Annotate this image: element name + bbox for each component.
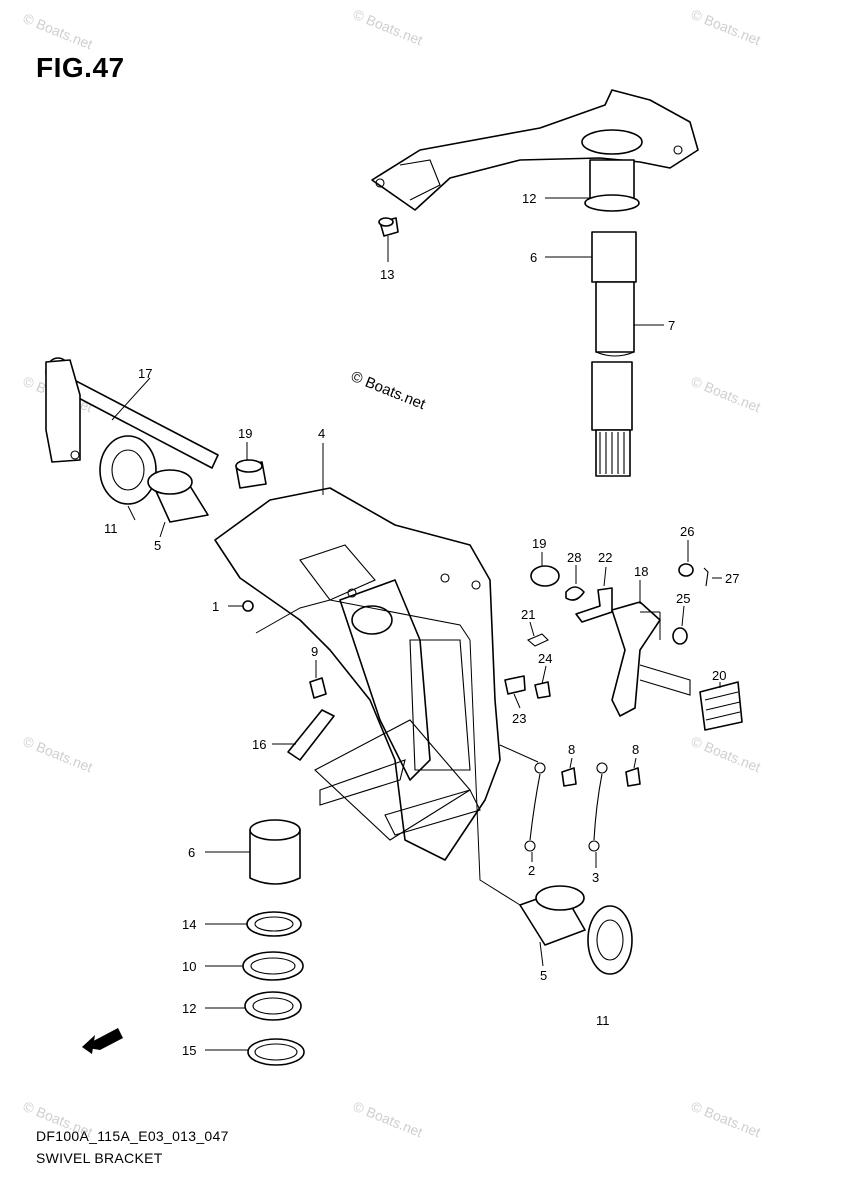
- bush-19-left: [235, 459, 267, 489]
- washer-10: [242, 951, 304, 981]
- callout-5: 5: [540, 968, 547, 983]
- bush-5-right: [519, 885, 586, 946]
- steering-shaft: [584, 159, 640, 477]
- stopper-22: [575, 587, 613, 623]
- callout-6: 6: [530, 250, 537, 265]
- callout-9: 9: [311, 644, 318, 659]
- figure-title: FIG.47: [36, 52, 125, 83]
- watermark-faint: © Boats.net: [21, 10, 95, 52]
- washer-11-left: [99, 435, 157, 505]
- watermark-faint: © Boats.net: [351, 6, 425, 48]
- callout-6: 6: [188, 845, 195, 860]
- callout-8: 8: [632, 742, 639, 757]
- watermark-faint: © Boats.net: [351, 1098, 425, 1140]
- bolt-8-right: [625, 767, 641, 787]
- bolt-24: [534, 681, 551, 699]
- bush-6-lower: [249, 819, 301, 885]
- tilt-tube: [45, 357, 219, 469]
- ground-cable-3: [588, 762, 608, 852]
- diagram-name: SWIVEL BRACKET: [36, 1150, 163, 1166]
- spring-28: [565, 586, 585, 601]
- callout-27: 27: [725, 571, 739, 586]
- diagram-code: DF100A_115A_E03_013_047: [36, 1128, 229, 1144]
- callout-26: 26: [680, 524, 694, 539]
- nut-25: [672, 627, 688, 645]
- clip-23: [504, 675, 526, 695]
- leader-lines: [111, 197, 722, 1051]
- swivel-bracket-body: [214, 487, 501, 861]
- washer-11-right: [587, 905, 633, 975]
- grip-20: [699, 681, 743, 731]
- grease-nipple-1: [242, 600, 254, 612]
- watermark-faint: © Boats.net: [689, 733, 763, 775]
- ground-cable-2: [524, 762, 546, 852]
- callout-28: 28: [567, 550, 581, 565]
- callout-12: 12: [522, 191, 536, 206]
- watermark-faint: © Boats.net: [689, 373, 763, 415]
- bolt-9: [309, 677, 327, 699]
- callout-23: 23: [512, 711, 526, 726]
- callout-7: 7: [668, 318, 675, 333]
- callout-25: 25: [676, 591, 690, 606]
- callout-24: 24: [538, 651, 552, 666]
- plate-16: [287, 709, 335, 761]
- bolt-8-left: [561, 767, 577, 787]
- callout-17: 17: [138, 366, 152, 381]
- callout-16: 16: [252, 737, 266, 752]
- callout-labels: 12 13 6 7 17 19 4 11 5 1 19 28 22 18 26 …: [104, 191, 739, 1058]
- bush-5-left: [147, 469, 209, 523]
- callout-2: 2: [528, 863, 535, 878]
- spring-21: [526, 633, 549, 647]
- callout-3: 3: [592, 870, 599, 885]
- callout-14: 14: [182, 917, 196, 932]
- nut-26: [678, 563, 694, 577]
- watermark-main: © Boats.net: [349, 368, 429, 414]
- watermark-faint: © Boats.net: [689, 6, 763, 48]
- callout-18: 18: [634, 564, 648, 579]
- forward-arrow-icon: [82, 1028, 123, 1054]
- callout-11: 11: [104, 521, 118, 536]
- watermark-faint: © Boats.net: [689, 1098, 763, 1140]
- steering-arm: [371, 89, 699, 211]
- bush-19-right: [530, 565, 560, 587]
- callout-4: 4: [318, 426, 325, 441]
- callout-1: 1: [212, 599, 219, 614]
- callout-19: 19: [238, 426, 252, 441]
- callout-19: 19: [532, 536, 546, 551]
- tilt-lever-18: [611, 601, 691, 717]
- watermark-faint: © Boats.net: [21, 733, 95, 775]
- callout-11: 11: [596, 1013, 610, 1028]
- washer-12-lower: [244, 991, 302, 1021]
- callout-22: 22: [598, 550, 612, 565]
- callout-20: 20: [712, 668, 726, 683]
- callout-8: 8: [568, 742, 575, 757]
- steering-bolt-13: [378, 217, 399, 237]
- callout-10: 10: [182, 959, 196, 974]
- callout-12: 12: [182, 1001, 196, 1016]
- callout-13: 13: [380, 267, 394, 282]
- pin-27: [703, 567, 709, 587]
- washer-14: [246, 911, 302, 937]
- callout-5: 5: [154, 538, 161, 553]
- circlip-15: [247, 1038, 305, 1066]
- callout-21: 21: [521, 607, 535, 622]
- callout-15: 15: [182, 1043, 196, 1058]
